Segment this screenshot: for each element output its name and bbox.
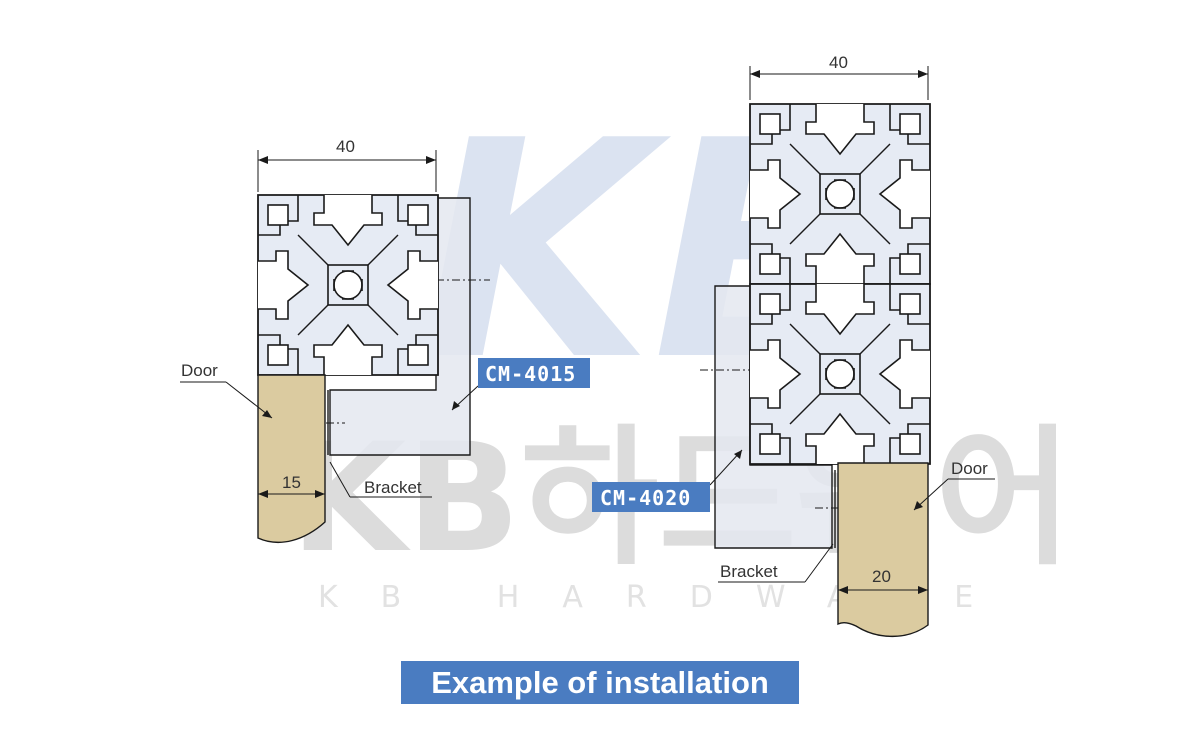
left-door [257, 374, 326, 543]
left-width-dimension: 40 [336, 137, 355, 156]
right-assembly: 40 20 Door Bracket CM-4020 [592, 53, 995, 638]
left-door-label: Door [181, 361, 218, 380]
caption-banner: Example of installation [401, 661, 799, 704]
caption-text: Example of installation [431, 665, 769, 700]
left-bracket [329, 197, 471, 456]
left-model-tag: CM-4015 [478, 358, 590, 388]
right-model-tag: CM-4020 [592, 482, 710, 512]
right-width-dimension: 40 [829, 53, 848, 72]
right-door-label: Door [951, 459, 988, 478]
right-model-tag-text: CM-4020 [600, 486, 691, 510]
right-door-thickness: 20 [872, 567, 891, 586]
right-door [837, 462, 929, 638]
left-bracket-label: Bracket [364, 478, 422, 497]
right-bracket-label: Bracket [720, 562, 778, 581]
left-door-thickness: 15 [282, 473, 301, 492]
left-assembly: 40 15 Door Bracket CM-4015 [180, 137, 590, 543]
left-model-tag-text: CM-4015 [485, 362, 576, 386]
left-aluminum-profile [257, 194, 439, 376]
right-aluminum-profile [749, 103, 931, 465]
